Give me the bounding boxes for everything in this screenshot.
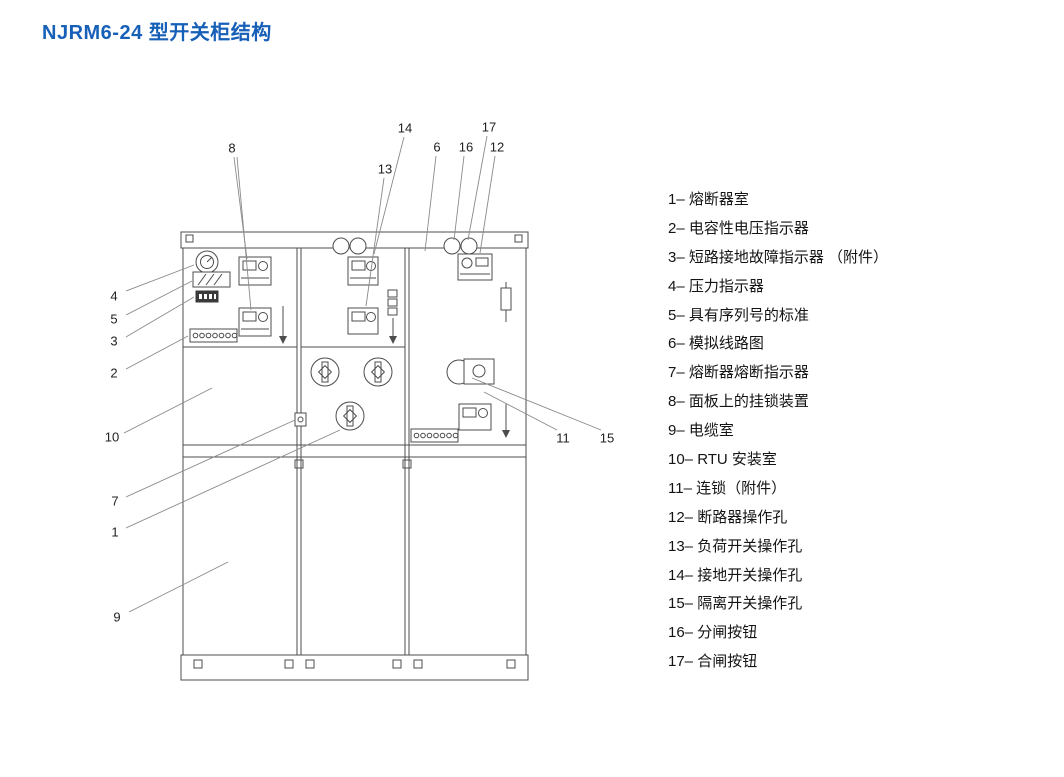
legend-item-5: 5– 具有序列号的标准 xyxy=(668,306,809,324)
callout-11: 11 xyxy=(556,431,570,446)
callout-14: 14 xyxy=(398,121,412,136)
legend-item-2: 2– 电容性电压指示器 xyxy=(668,219,809,237)
legend-item-15: 15– 隔离开关操作孔 xyxy=(668,595,803,613)
terminal-strip xyxy=(410,428,459,443)
disconnector-component xyxy=(446,358,495,385)
callout-9: 9 xyxy=(113,610,120,625)
legend-item-8: 8– 面板上的挂锁装置 xyxy=(668,393,809,411)
callout-16: 16 xyxy=(459,140,473,155)
earthing-switch-component xyxy=(347,256,379,286)
legend-item-12: 12– 断路器操作孔 xyxy=(668,508,788,526)
legend-item-13: 13– 负荷开关操作孔 xyxy=(668,537,803,555)
callout-7: 7 xyxy=(111,494,118,509)
callout-2: 2 xyxy=(110,366,117,381)
fuse-component-left-top xyxy=(238,256,272,286)
fault-indicator-display xyxy=(195,290,219,303)
fuse-component-left-bottom xyxy=(238,306,287,344)
callout-3: 3 xyxy=(110,334,117,349)
legend-item-9: 9– 电缆室 xyxy=(668,422,734,440)
legend-item-10: 10– RTU 安装室 xyxy=(668,451,777,469)
legend-item-3: 3– 短路接地故障指示器 （附件） xyxy=(668,248,889,266)
operation-hole-3 xyxy=(335,401,365,431)
nameplate xyxy=(192,271,231,288)
callout-8: 8 xyxy=(228,141,235,156)
cabinet-frame xyxy=(180,231,529,681)
leader-lines xyxy=(123,135,602,613)
callout-10: 10 xyxy=(105,430,119,445)
callout-17: 17 xyxy=(482,120,496,135)
legend-item-6: 6– 模拟线路图 xyxy=(668,335,764,353)
fuse-blown-indicator xyxy=(294,412,307,427)
legend-item-17: 17– 合闸按钮 xyxy=(668,653,758,671)
legend-item-14: 14– 接地开关操作孔 xyxy=(668,566,803,584)
callout-1: 1 xyxy=(111,525,118,540)
page-title: NJRM6-24 型开关柜结构 xyxy=(42,22,272,44)
voltage-indicator-strip xyxy=(189,328,238,343)
load-switch-component xyxy=(347,289,398,344)
circuit-breaker-component xyxy=(457,253,512,322)
callout-5: 5 xyxy=(110,312,117,327)
interlock-component xyxy=(458,403,510,438)
operation-hole-2 xyxy=(363,357,393,387)
callout-12: 12 xyxy=(490,140,504,155)
pressure-gauge xyxy=(195,250,219,274)
callout-4: 4 xyxy=(110,289,117,304)
callout-6: 6 xyxy=(433,140,440,155)
legend-item-4: 4– 压力指示器 xyxy=(668,277,764,295)
legend-item-1: 1– 熔断器室 xyxy=(668,191,749,208)
operation-hole-1 xyxy=(310,357,340,387)
legend-item-16: 16– 分闸按钮 xyxy=(668,624,758,642)
legend-item-7: 7– 熔断器熔断指示器 xyxy=(668,364,809,382)
callout-15: 15 xyxy=(600,431,614,446)
parts-legend: 1– 熔断器室 2– 电容性电压指示器 3– 短路接地故障指示器 （附件） 4–… xyxy=(668,186,888,677)
open-close-buttons xyxy=(443,237,478,255)
top-circles-middle xyxy=(332,237,367,255)
callout-13: 13 xyxy=(378,162,392,177)
legend-item-11: 11– 连锁（附件） xyxy=(668,479,787,497)
